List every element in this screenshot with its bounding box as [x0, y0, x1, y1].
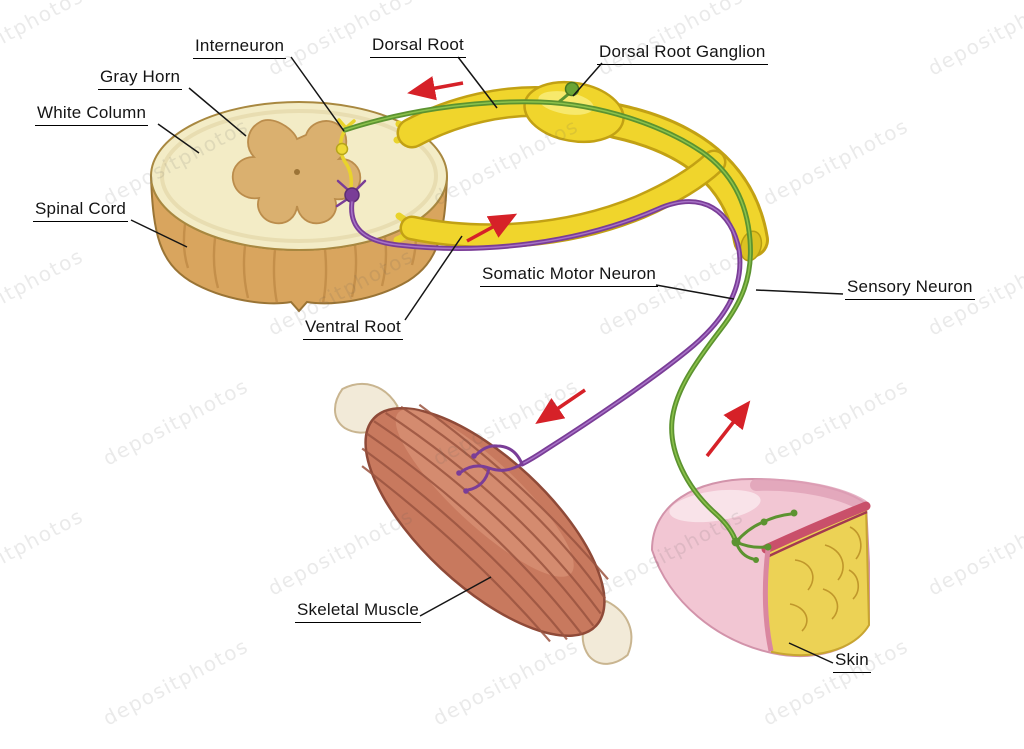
- motor-dendrites: [335, 179, 367, 208]
- leader-interneuron: [290, 56, 345, 132]
- signal-arrow-sensory: [705, 400, 751, 458]
- skin-cut-edge: [762, 548, 774, 652]
- ending-bulb-4: [753, 557, 759, 563]
- leader-ventral-root: [404, 235, 463, 321]
- ending-bulb-3: [764, 543, 772, 551]
- skin-nerve-endings: [734, 512, 793, 561]
- leader-dorsal-root: [457, 56, 498, 109]
- leader-dorsal-root-ganglion: [572, 62, 603, 97]
- label-skin: Skin: [833, 650, 871, 673]
- label-dorsal-root-ganglion: Dorsal Root Ganglion: [597, 42, 768, 65]
- interneuron-soma: [335, 142, 349, 156]
- label-sensory-neuron: Sensory Neuron: [845, 277, 975, 300]
- signal-arrow-ventral: [466, 213, 518, 243]
- spinal-cord: [150, 101, 448, 313]
- label-dorsal-root: Dorsal Root: [370, 35, 466, 58]
- ventral-root: [402, 152, 724, 246]
- label-interneuron: Interneuron: [193, 36, 287, 59]
- motor-axon-highlight: [350, 200, 741, 465]
- ending-bulb-2: [790, 509, 798, 517]
- leader-spinal-cord: [130, 219, 188, 248]
- junction-bulb-2: [463, 488, 469, 494]
- skeletal-muscle: [333, 382, 633, 665]
- label-skeletal-muscle: Skeletal Muscle: [295, 600, 422, 623]
- fat-lobules: [789, 526, 862, 632]
- signal-arrow-motor: [535, 388, 586, 424]
- muscle-striations: [361, 403, 609, 643]
- leader-skin: [788, 642, 834, 664]
- central-canal: [294, 169, 300, 175]
- leader-lines: [130, 56, 844, 664]
- signal-arrow-dorsal: [407, 76, 464, 101]
- skin-highlight: [669, 489, 761, 523]
- leader-white-column: [157, 123, 200, 154]
- ending-bulb-5: [731, 537, 741, 547]
- signal-arrows: [407, 76, 751, 458]
- leader-skeletal-muscle: [419, 576, 492, 617]
- sensory-axon-highlight: [344, 101, 752, 543]
- label-gray-horn: Gray Horn: [98, 67, 183, 90]
- junction-bulb-3: [471, 453, 477, 459]
- skin-surface-shade: [750, 478, 868, 511]
- dermis-edge: [761, 501, 871, 554]
- sensory-cell-body: [564, 81, 580, 97]
- nerve-roots: [393, 80, 769, 262]
- skin: [650, 477, 871, 657]
- junction-bulb-1: [456, 470, 462, 476]
- leader-gray-horn: [188, 87, 247, 137]
- label-spinal-cord: Spinal Cord: [33, 199, 129, 222]
- leader-sensory-neuron: [755, 289, 844, 295]
- dermis-edge-inner: [768, 510, 868, 558]
- label-ventral-root: Ventral Root: [303, 317, 403, 340]
- spinal-cord-ridges: [182, 221, 418, 304]
- label-somatic-motor-neuron: Somatic Motor Neuron: [480, 264, 659, 287]
- ending-bulb-1: [760, 518, 768, 526]
- label-white-column: White Column: [35, 103, 149, 126]
- white-matter-rim: [160, 109, 438, 243]
- leader-somatic-motor-neuron: [655, 284, 735, 300]
- sensory-neuron: [342, 81, 798, 563]
- neuromuscular-junction: [459, 444, 524, 492]
- somatic-motor-neuron: [335, 179, 743, 494]
